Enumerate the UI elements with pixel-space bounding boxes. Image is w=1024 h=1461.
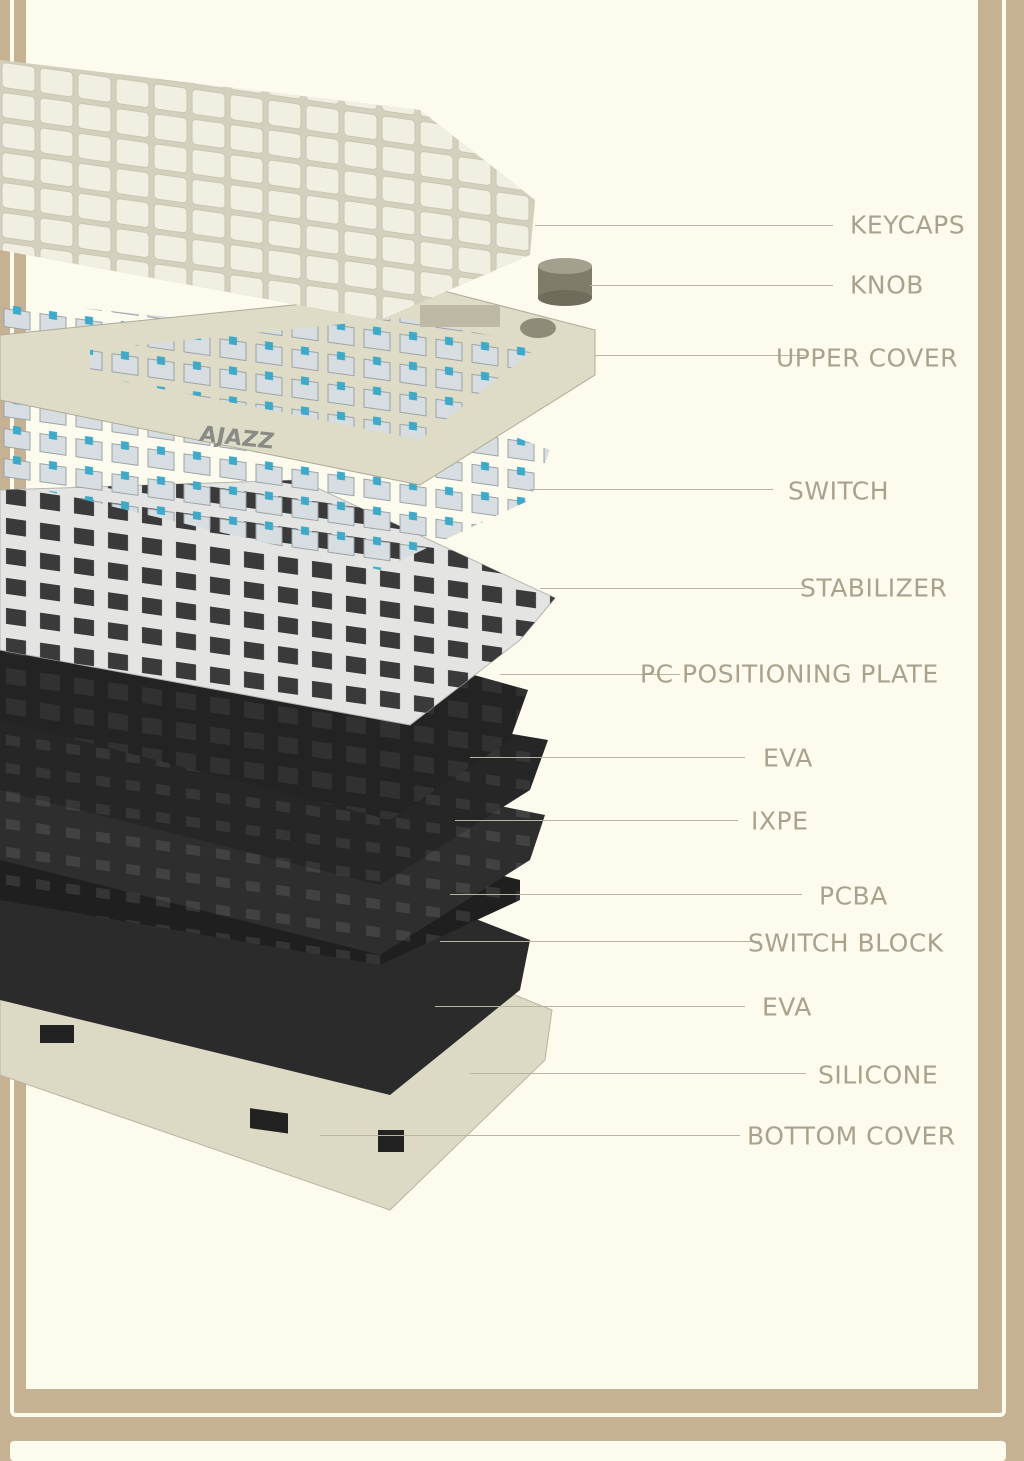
leader-line-eva-bottom [435, 1006, 745, 1007]
label-knob: KNOB [850, 270, 924, 300]
label-switch-block: SWITCH BLOCK [748, 928, 944, 958]
label-ixpe: IXPE [751, 806, 809, 836]
label-upper-cover: UPPER COVER [776, 343, 959, 373]
leader-line-knob [590, 285, 833, 286]
keycaps-layer [0, 60, 535, 320]
leader-line-silicone [470, 1073, 806, 1074]
label-keycaps: KEYCAPS [850, 210, 966, 240]
label-eva-top: EVA [763, 743, 813, 773]
label-pcba: PCBA [819, 881, 888, 911]
leader-line-bottom-cover [320, 1135, 740, 1136]
leader-line-pcba [450, 894, 802, 895]
knob-layer [538, 258, 592, 306]
leader-line-switch [530, 489, 773, 490]
leader-line-pc-positioning-plate [500, 674, 680, 675]
label-silicone: SILICONE [818, 1060, 939, 1090]
leader-line-switch-block [440, 941, 760, 942]
label-eva-bottom: EVA [762, 992, 812, 1022]
label-bottom-cover: BOTTOM COVER [747, 1121, 956, 1151]
label-switch: SWITCH [788, 476, 890, 506]
leader-line-keycaps [535, 225, 833, 226]
label-pc-positioning-plate: PC POSITIONING PLATE [640, 659, 939, 689]
leader-line-eva-top [470, 757, 745, 758]
upper-cover-layer: AJAZZ [0, 289, 596, 486]
label-stabilizer: STABILIZER [800, 573, 948, 603]
leader-line-ixpe [455, 820, 738, 821]
leader-line-upper-cover [595, 355, 805, 356]
leader-line-stabilizer [540, 588, 805, 589]
